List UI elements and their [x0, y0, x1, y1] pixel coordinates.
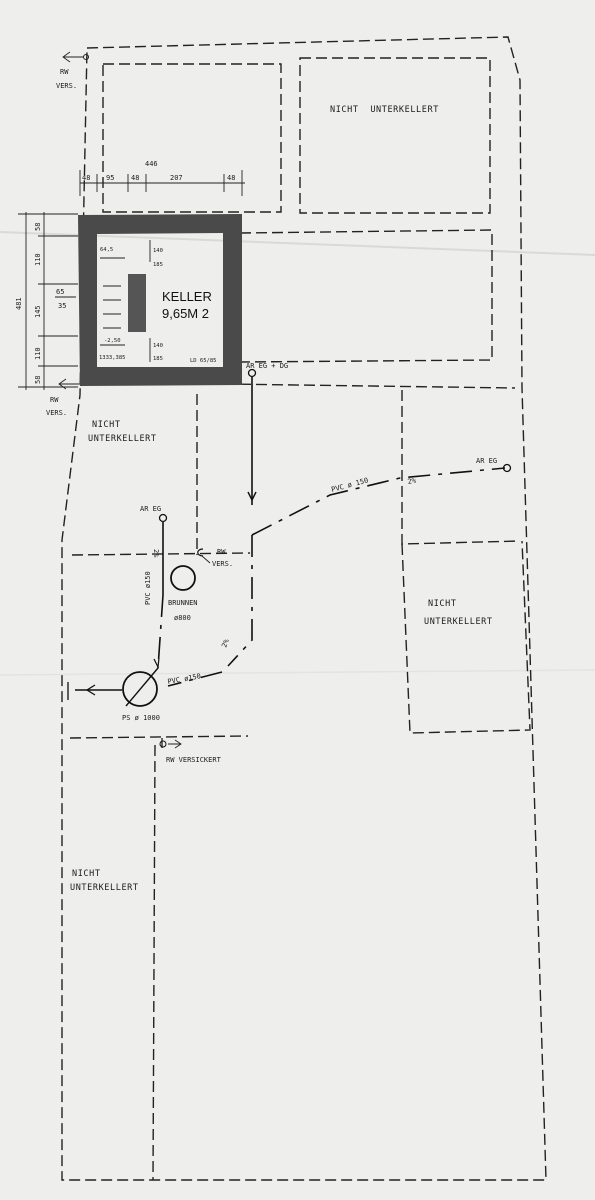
property-outline [61, 36, 547, 1181]
dim-top-seg-3: 48 [131, 174, 139, 182]
rw-vers-left-2: VERS. [46, 409, 67, 417]
room-nicht-unterkellert-top [299, 57, 491, 214]
pvc-150-vertical-label: PVC ø150 [144, 571, 152, 605]
dim-top-seg-1: 48 [82, 174, 90, 182]
drain-pipe-network [67, 368, 512, 749]
rw-downpipe-top [62, 51, 89, 63]
ar-eg-right-point [502, 463, 512, 473]
dim-inner-bottom-1: 140 [153, 343, 163, 349]
room-nicht-unterkellert-right [401, 540, 531, 734]
outline-wall-2 [401, 390, 521, 545]
rw-vers-mid-1: RW [217, 548, 226, 556]
dim-left-seg-5: 58 [34, 376, 42, 384]
top-dimension-chain [79, 170, 245, 196]
outline-wall-3 [152, 744, 156, 1181]
dim-inner-top-3: 185 [153, 262, 163, 268]
paper-fold [0, 669, 595, 676]
rw-vers-mid-2: VERS. [212, 560, 233, 568]
brunnen-label-2: ø800 [174, 614, 191, 622]
nicht-unterkellert-bottom-1: NICHT [72, 869, 101, 879]
nicht-unterkellert-left-1: NICHT [92, 420, 121, 430]
dim-left-seg-4: 110 [34, 347, 42, 360]
dim-top-seg-5: 48 [227, 174, 235, 182]
ps-1000-label: PS ø 1000 [122, 714, 160, 722]
room-top-left [102, 63, 282, 213]
paper-fold [0, 231, 595, 256]
rw-vers-top-2: VERS. [56, 82, 77, 90]
dim-left-inner-2: 35 [58, 302, 66, 310]
nicht-unterkellert-bottom-2: UNTERKELLERT [70, 883, 139, 893]
ps-1000-shaft [122, 671, 158, 707]
dim-inner-mid: -2,50 [104, 338, 121, 344]
rw-versickert-label: RW VERSICKERT [166, 756, 222, 764]
nicht-unterkellert-top: NICHT UNTERKELLERT [330, 105, 439, 115]
rw-downpipe-left [58, 378, 80, 390]
slope-2-right: 2% [407, 476, 417, 485]
ar-eg-dg-label: AR EG + DG [246, 362, 288, 370]
dim-left-seg-3: 145 [34, 305, 42, 318]
keller-title: KELLER [162, 289, 212, 304]
keller-room [78, 214, 242, 386]
dim-top-seg-4: 207 [170, 174, 183, 182]
dim-top-seg-2: 95 [106, 174, 114, 182]
slope-2-left: 2% [152, 549, 160, 558]
left-dimension-chain [18, 212, 78, 390]
ar-eg-right-label: AR EG [476, 457, 497, 465]
keller-area: 9,65M 2 [162, 306, 209, 321]
dim-left-total: 481 [15, 297, 23, 310]
brunnen-label-1: BRUNNEN [168, 599, 198, 607]
dim-left-seg-2: 110 [34, 253, 42, 266]
ar-eg-left-point [158, 513, 168, 523]
dim-inner-top-2: 140 [153, 248, 163, 254]
stair-block [128, 274, 146, 332]
rw-vers-top-1: RW [60, 68, 69, 76]
dim-top-total: 446 [145, 160, 158, 168]
rw-mid-pipe-end [197, 548, 204, 557]
nicht-unterkellert-right-1: NICHT [428, 599, 457, 609]
outline-divider-2 [71, 552, 251, 556]
dim-inner-bottom-3: LD 65/85 [190, 358, 217, 364]
ar-eg-dg-point [247, 368, 257, 378]
dim-left-seg-1: 58 [34, 223, 42, 231]
rw-vers-left-1: RW [50, 396, 59, 404]
slope-2-lower: 2% [220, 637, 231, 648]
nicht-unterkellert-right-2: UNTERKELLERT [424, 617, 493, 627]
dim-inner-bottom-left: 1333,385 [99, 355, 126, 361]
dim-left-inner-1: 65 [56, 288, 64, 296]
dim-inner-bottom-2: 185 [153, 356, 163, 362]
nicht-unterkellert-left-2: UNTERKELLERT [88, 434, 157, 444]
ar-eg-left-label: AR EG [140, 505, 161, 513]
dim-inner-top-1: 64,5 [100, 247, 113, 253]
outline-divider-3 [69, 735, 249, 739]
brunnen-well [170, 565, 196, 591]
pvc-150-label: PVC ø 150 [330, 476, 369, 494]
